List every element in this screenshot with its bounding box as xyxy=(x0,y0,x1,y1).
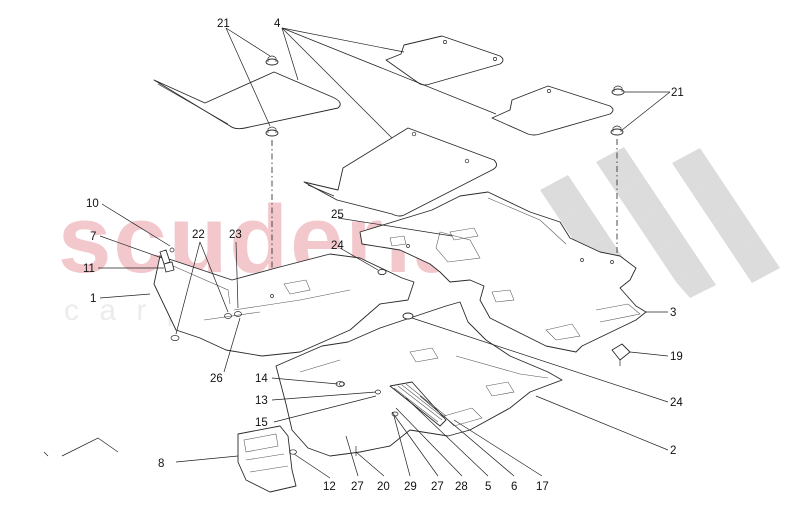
clip-10 xyxy=(169,247,175,253)
floor-mat-rear-left xyxy=(153,71,341,130)
callout-28: 28 xyxy=(455,481,468,493)
callout-11: 11 xyxy=(83,263,95,275)
callout-10: 10 xyxy=(86,198,99,210)
floor-mat-rear-right-lower xyxy=(491,85,614,136)
front-floor-panel xyxy=(275,301,563,457)
trim-strip-7 xyxy=(159,249,171,265)
callout-21-right: 21 xyxy=(671,87,684,99)
callout-15: 15 xyxy=(255,417,268,429)
callout-21-left: 21 xyxy=(217,18,230,30)
leader-lines xyxy=(98,27,671,479)
callout-24-lower: 24 xyxy=(670,397,683,409)
callout-5: 5 xyxy=(485,481,491,493)
callout-13: 13 xyxy=(255,395,268,407)
clip-21-mid-right xyxy=(610,125,624,136)
callout-17: 17 xyxy=(536,481,549,493)
grommet-14 xyxy=(339,381,345,387)
fastener-19 xyxy=(611,343,631,361)
callout-14: 14 xyxy=(255,373,268,385)
callout-4: 4 xyxy=(274,18,281,30)
plug-24-lower xyxy=(402,312,414,320)
callout-12: 12 xyxy=(323,481,336,493)
callout-2: 2 xyxy=(670,445,676,457)
rear-floor-panel xyxy=(359,191,647,353)
orientation-arrow-icon xyxy=(43,437,119,457)
plug-24-upper xyxy=(377,268,387,276)
callout-7: 7 xyxy=(90,231,96,243)
callout-19: 19 xyxy=(670,351,683,363)
callout-29: 29 xyxy=(404,481,417,493)
nut-23 xyxy=(234,311,242,317)
callout-24-upper: 24 xyxy=(331,240,344,252)
callout-23: 23 xyxy=(229,229,242,241)
callout-labels: 21 4 21 10 7 11 1 22 23 26 25 24 3 19 24… xyxy=(83,18,684,493)
callout-6: 6 xyxy=(511,481,517,493)
clip-21-top-right xyxy=(611,85,625,96)
bracket-cover xyxy=(237,425,297,493)
callout-8: 8 xyxy=(158,458,164,470)
clip-21-top-left xyxy=(265,55,279,66)
callout-25: 25 xyxy=(331,209,344,221)
floor-mat-rear-right-upper xyxy=(385,35,504,86)
clip-21-mid-left xyxy=(265,126,279,137)
callout-3: 3 xyxy=(670,307,676,319)
callout-26: 26 xyxy=(210,373,223,385)
nut-22 xyxy=(224,313,232,319)
side-insulation-panel xyxy=(153,253,415,357)
vent-grille xyxy=(389,381,447,427)
callout-27-right: 27 xyxy=(431,481,444,493)
callout-1: 1 xyxy=(90,293,96,305)
callout-22: 22 xyxy=(192,229,205,241)
screw-12 xyxy=(289,449,297,455)
callout-27-left: 27 xyxy=(351,481,364,493)
callout-20: 20 xyxy=(377,481,390,493)
floor-mat-front xyxy=(303,127,497,217)
